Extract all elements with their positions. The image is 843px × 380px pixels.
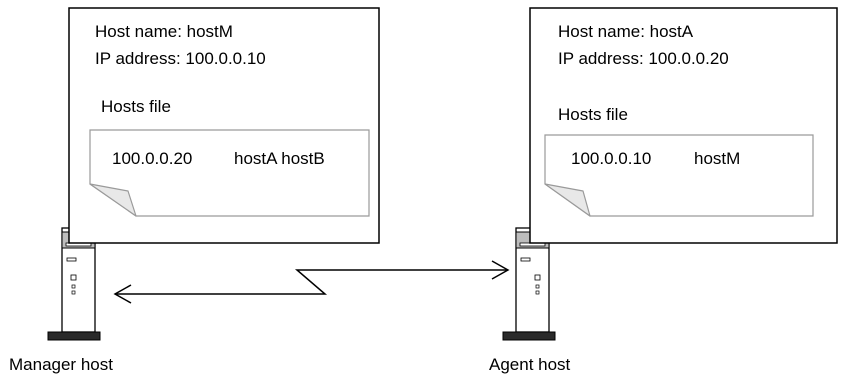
manager-document-fold — [89, 183, 137, 217]
manager-hosts-entry-ip: 100.0.0.20 — [112, 149, 192, 168]
manager-ip-address: IP address: 100.0.0.10 — [95, 49, 266, 68]
connection-line — [115, 269, 508, 295]
zigzag-network-arrow-icon — [113, 260, 510, 304]
agent-host-caption: Agent host — [489, 355, 571, 374]
manager-hosts-file-document — [89, 129, 370, 217]
manager-hosts-entry-names: hostA hostB — [234, 149, 325, 168]
manager-hosts-file-title: Hosts file — [101, 97, 171, 116]
left-arrowhead — [113, 284, 132, 304]
right-arrowhead — [491, 260, 510, 280]
agent-host-name: Host name: hostA — [558, 22, 694, 41]
manager-host-name: Host name: hostM — [95, 22, 233, 41]
agent-hosts-file-title: Hosts file — [558, 105, 628, 124]
agent-hosts-entry-ip: 100.0.0.10 — [571, 149, 651, 168]
agent-tower-pc-icon — [502, 227, 556, 341]
agent-hosts-entry-names: hostM — [694, 149, 740, 168]
agent-hosts-file-document — [544, 134, 814, 217]
agent-document-fold — [544, 183, 591, 217]
manager-host-caption: Manager host — [9, 355, 113, 374]
agent-ip-address: IP address: 100.0.0.20 — [558, 49, 729, 68]
agent-host-group: Host name: hostA IP address: 100.0.0.20 … — [489, 7, 838, 374]
manager-tower-pc-icon — [47, 227, 101, 341]
manager-host-group: Host name: hostM IP address: 100.0.0.10 … — [9, 7, 380, 374]
